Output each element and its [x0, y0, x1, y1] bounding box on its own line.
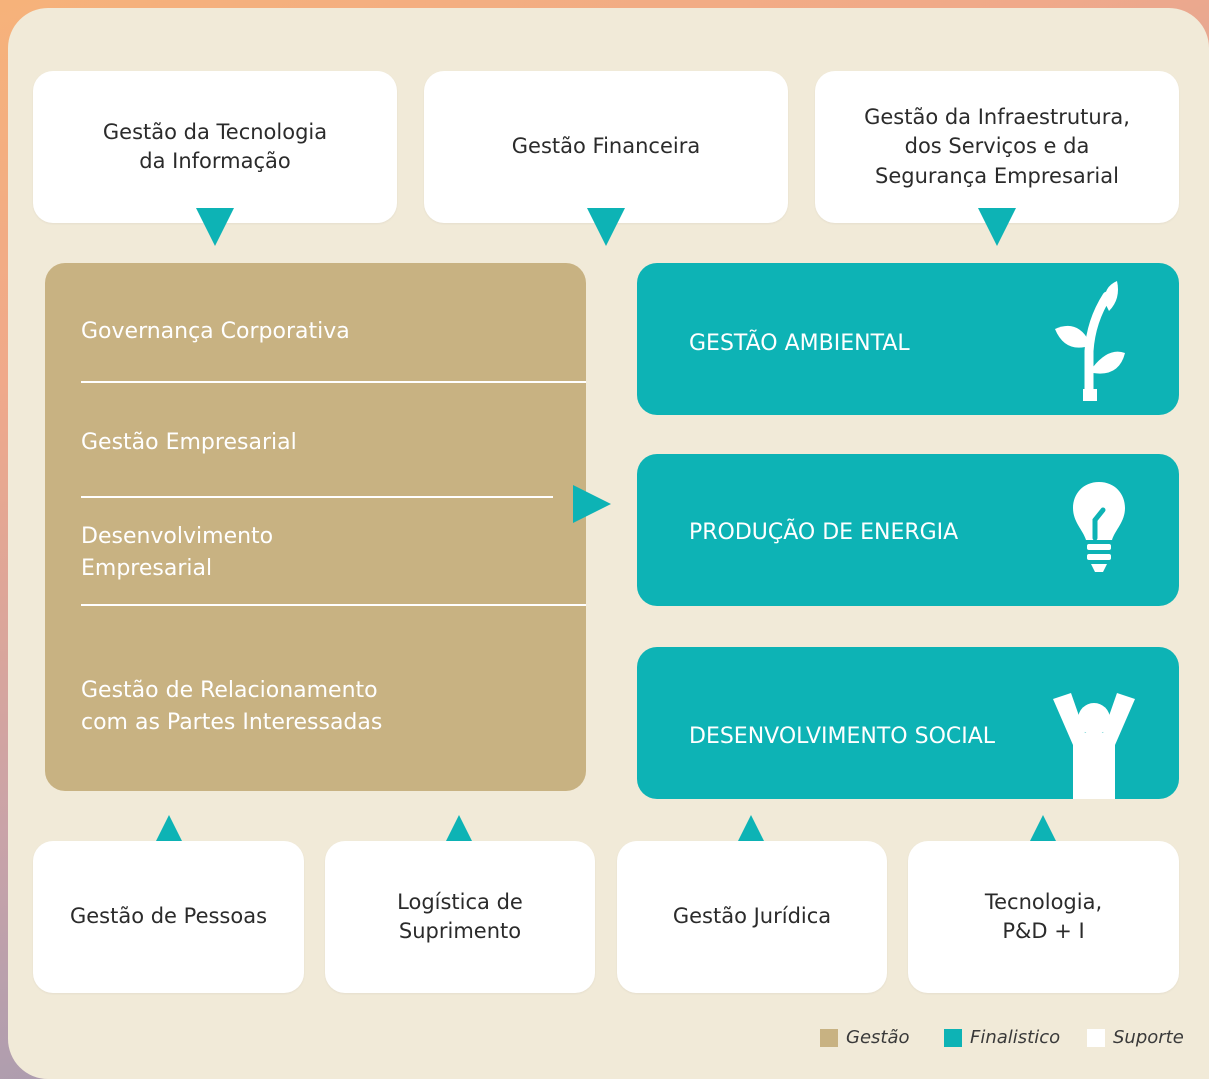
legend-swatch — [1087, 1028, 1105, 1047]
gestao-item-governanca: Governança Corporativa — [81, 319, 350, 344]
arrow-right-icon — [573, 485, 611, 523]
box-label: Gestão Financeira — [511, 134, 701, 159]
box-tecnologia-pdi: Tecnologia, P&D + I — [908, 841, 1179, 993]
box-label: Gestão da Infraestrutura, dos Serviços e… — [864, 104, 1130, 188]
box-gestao-financeira: Gestão Financeira — [424, 71, 788, 223]
divider — [81, 496, 553, 498]
legend-item-finalistico: Finalistico — [944, 1027, 1060, 1048]
arrow-down-icon — [196, 208, 234, 246]
box-producao-energia: PRODUÇÃO DE ENERGIA — [637, 454, 1179, 606]
box-logistica-suprimento: Logística de Suprimento — [325, 841, 595, 993]
legend-item-suporte: Suporte — [1087, 1027, 1184, 1048]
plant-icon — [1055, 281, 1125, 401]
box-label: Gestão da Tecnologia da Informação — [102, 119, 328, 173]
box-gestao-pessoas: Gestão de Pessoas — [33, 841, 304, 993]
box-label: Gestão Jurídica — [672, 904, 832, 929]
legend-swatch — [820, 1028, 838, 1047]
box-gestao-ambiental: GESTÃO AMBIENTAL — [637, 263, 1179, 415]
arrow-down-icon — [978, 208, 1016, 246]
legend-swatch — [944, 1028, 962, 1047]
arrow-down-icon — [587, 208, 625, 246]
box-gestao-ti: Gestão da Tecnologia da Informação — [33, 71, 397, 223]
box-gestao-infraestrutura: Gestão da Infraestrutura, dos Serviços e… — [815, 71, 1179, 223]
gestao-item-empresarial: Gestão Empresarial — [81, 430, 297, 455]
divider — [81, 604, 586, 606]
gestao-block: Governança Corporativa Gestão Empresaria… — [45, 263, 586, 791]
legend-label: Gestão — [846, 1027, 910, 1048]
gestao-item-relacionamento: Gestão de Relacionamento com as Partes I… — [81, 678, 383, 735]
lightbulb-icon — [1073, 482, 1125, 572]
gestao-item-desenvolvimento: Desenvolvimento Empresarial — [81, 524, 274, 581]
box-label: GESTÃO AMBIENTAL — [689, 331, 910, 356]
box-desenvolvimento-social: DESENVOLVIMENTO SOCIAL — [637, 647, 1179, 799]
legend-label: Suporte — [1113, 1027, 1184, 1048]
box-label: Tecnologia, P&D + I — [984, 889, 1103, 943]
box-label: Gestão de Pessoas — [69, 904, 268, 929]
divider — [81, 381, 586, 383]
box-gestao-juridica: Gestão Jurídica — [617, 841, 887, 993]
legend-item-gestao: Gestão — [820, 1027, 910, 1048]
box-label: DESENVOLVIMENTO SOCIAL — [689, 724, 996, 749]
legend-label: Finalistico — [970, 1027, 1061, 1048]
person-arms-up-icon — [1053, 693, 1135, 799]
box-label: PRODUÇÃO DE ENERGIA — [689, 520, 959, 545]
box-label: Logística de Suprimento — [397, 889, 523, 943]
